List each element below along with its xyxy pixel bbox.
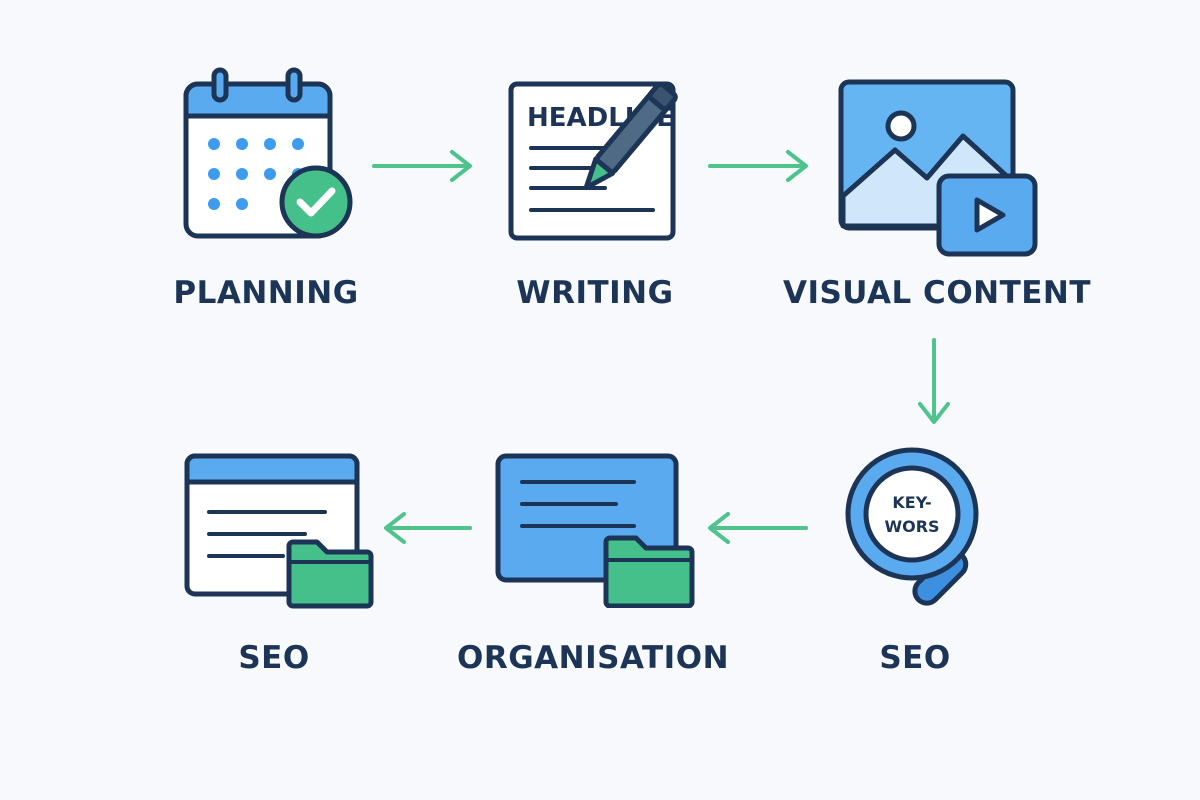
calendar-check-icon [183, 67, 353, 239]
step-label-seo: SEO [238, 640, 310, 676]
step-label-organisation: ORGANISATION [456, 640, 730, 676]
arrow-right-icon [372, 150, 472, 182]
step-label-visual-content: VISUAL CONTENT [782, 275, 1092, 311]
arrow-left-icon [384, 512, 472, 544]
step-label-planning: PLANNING [173, 275, 359, 311]
arrow-down-icon [918, 338, 950, 424]
image-video-icon [838, 79, 1038, 257]
browser-folder-icon [184, 453, 374, 609]
document-pen-icon: HEADLINE [508, 81, 678, 241]
step-label-writing: WRITING [516, 275, 674, 311]
keywords-text-line1: KEY- [892, 493, 931, 512]
keywords-text-line2: WORS [884, 517, 939, 536]
arrow-right-icon [708, 150, 808, 182]
magnifier-keywords-icon: KEY- WORS [845, 447, 979, 606]
arrow-left-icon [708, 512, 808, 544]
document-folder-icon [495, 453, 695, 608]
step-label-seo-keywords: SEO [879, 640, 951, 676]
